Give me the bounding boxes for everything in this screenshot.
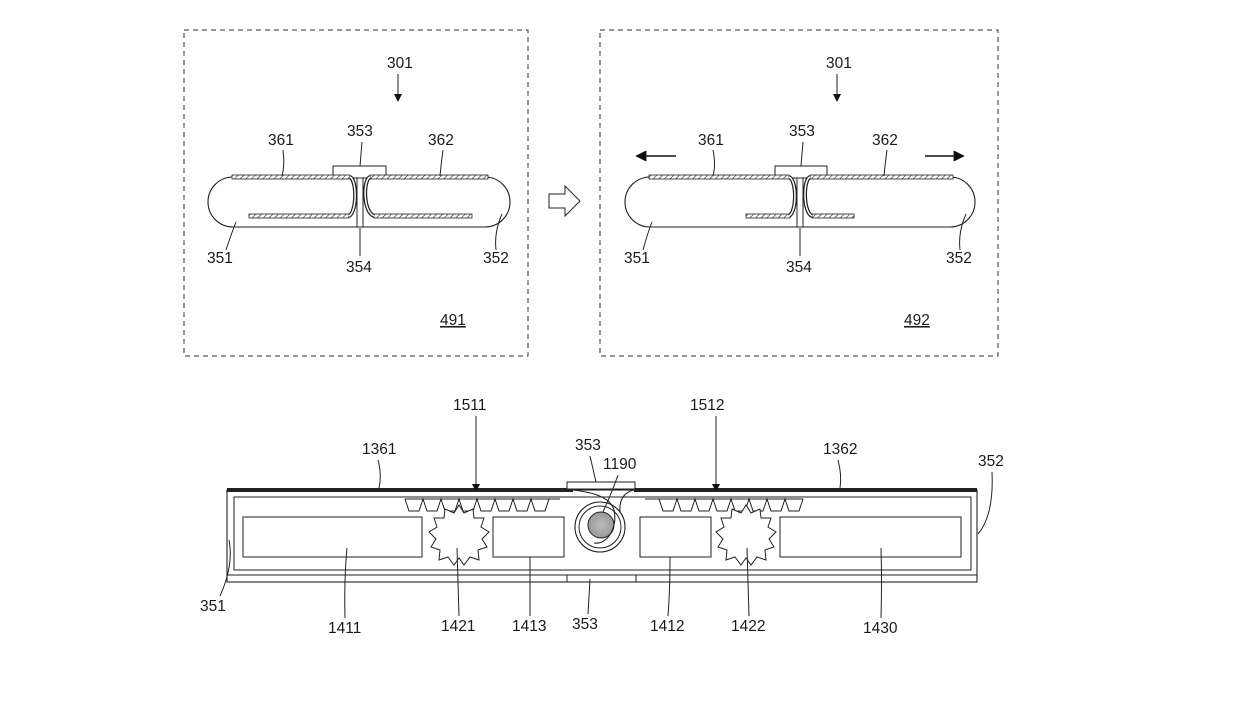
display-strip-right <box>809 174 954 180</box>
leader-line <box>589 455 597 483</box>
display-strip-left-lower <box>248 213 350 219</box>
device-body <box>207 176 511 228</box>
label-roller: 1190 <box>603 456 637 473</box>
label-housing-right: 352 <box>978 453 1004 470</box>
display-strip-right-lower <box>811 213 855 219</box>
label-hinge-bottom: 354 <box>346 259 372 276</box>
arrow-head-icon <box>394 94 402 102</box>
panel-frame-right <box>599 29 999 357</box>
label-display-right: 1362 <box>823 441 857 458</box>
label-device: 301 <box>826 55 852 72</box>
leader-line <box>837 459 842 489</box>
label-block-left: 1411 <box>328 620 361 637</box>
leader-line <box>377 459 381 489</box>
gear-1421 <box>428 504 490 566</box>
leader-line <box>667 556 671 617</box>
block-1413 <box>492 516 565 558</box>
display-roll-path <box>619 489 635 513</box>
label-hinge: 353 <box>789 123 815 140</box>
label-hinge: 353 <box>347 123 373 140</box>
leader-line <box>439 149 444 177</box>
leader-line <box>800 141 804 167</box>
label-block-mid-right: 1412 <box>650 618 684 635</box>
panel-ref-right: 492 <box>904 312 930 329</box>
leader-line <box>495 213 503 251</box>
gear-1422 <box>715 504 777 566</box>
display-layer-left <box>227 488 573 492</box>
block-1412 <box>639 516 712 558</box>
display-bend-left <box>348 176 356 217</box>
arrow-head-icon <box>472 484 480 492</box>
label-hinge-top: 353 <box>575 437 601 454</box>
leader-line <box>219 539 231 597</box>
display-strip-left <box>648 174 790 180</box>
panel-opened: 301 361 353 362 351 354 352 492 <box>599 29 999 357</box>
display-bend-right <box>364 176 375 217</box>
leader-line <box>602 474 619 513</box>
leader-line <box>587 578 591 615</box>
leader-line <box>225 221 237 251</box>
label-block-mid-left: 1413 <box>512 618 546 635</box>
leader-line <box>959 213 967 251</box>
label-block-right: 1430 <box>863 620 898 637</box>
block-1411 <box>242 516 423 558</box>
label-gear-left: 1421 <box>441 618 475 635</box>
label-hinge-bottom: 353 <box>572 616 598 633</box>
block-1430 <box>779 516 962 558</box>
display-roll-path <box>572 489 616 544</box>
leader-line <box>359 141 363 167</box>
arrow-head-icon <box>833 94 841 102</box>
label-housing-left: 351 <box>207 250 233 267</box>
hinge-cap <box>566 481 636 490</box>
label-rack-right: 1512 <box>690 397 724 414</box>
label-housing-left: 351 <box>624 250 650 267</box>
display-strip-right <box>369 174 489 180</box>
label-hinge-bottom: 354 <box>786 259 812 276</box>
label-display-left: 1361 <box>362 441 396 458</box>
display-bend-left <box>788 176 796 217</box>
leader-line <box>883 149 888 177</box>
display-strip-left <box>231 174 351 180</box>
device-body <box>624 176 976 228</box>
leader-line <box>746 547 750 617</box>
display-bend-right <box>804 176 813 217</box>
display-layer-right <box>634 488 977 492</box>
leader-line <box>977 471 993 535</box>
label-display-right: 362 <box>872 132 898 149</box>
leader-line <box>712 149 715 177</box>
panel-closed: 301 361 353 362 351 354 352 491 <box>183 29 529 357</box>
leader-line <box>880 547 882 619</box>
label-housing-right: 352 <box>946 250 972 267</box>
label-housing-right: 352 <box>483 250 509 267</box>
roller-ring <box>578 505 622 549</box>
display-strip-right-lower <box>373 213 473 219</box>
label-gear-right: 1422 <box>731 618 765 635</box>
leader-line <box>456 547 460 617</box>
panel-frame-left <box>183 29 529 357</box>
leader-line <box>344 547 348 619</box>
panel-ref-left: 491 <box>440 312 466 329</box>
cross-section: 1511 1512 1361 353 1190 1362 352 351 141… <box>200 397 1004 637</box>
label-display-left: 361 <box>268 132 294 149</box>
label-device: 301 <box>387 55 413 72</box>
label-display-left: 361 <box>698 132 724 149</box>
label-display-right: 362 <box>428 132 454 149</box>
label-housing-left: 351 <box>200 598 226 615</box>
arrow-head-icon <box>712 484 720 492</box>
leader-line <box>642 221 653 251</box>
display-strip-left-lower <box>745 213 791 219</box>
leader-line <box>281 149 285 177</box>
transition-arrow-icon <box>548 184 581 218</box>
label-rack-left: 1511 <box>453 397 486 414</box>
